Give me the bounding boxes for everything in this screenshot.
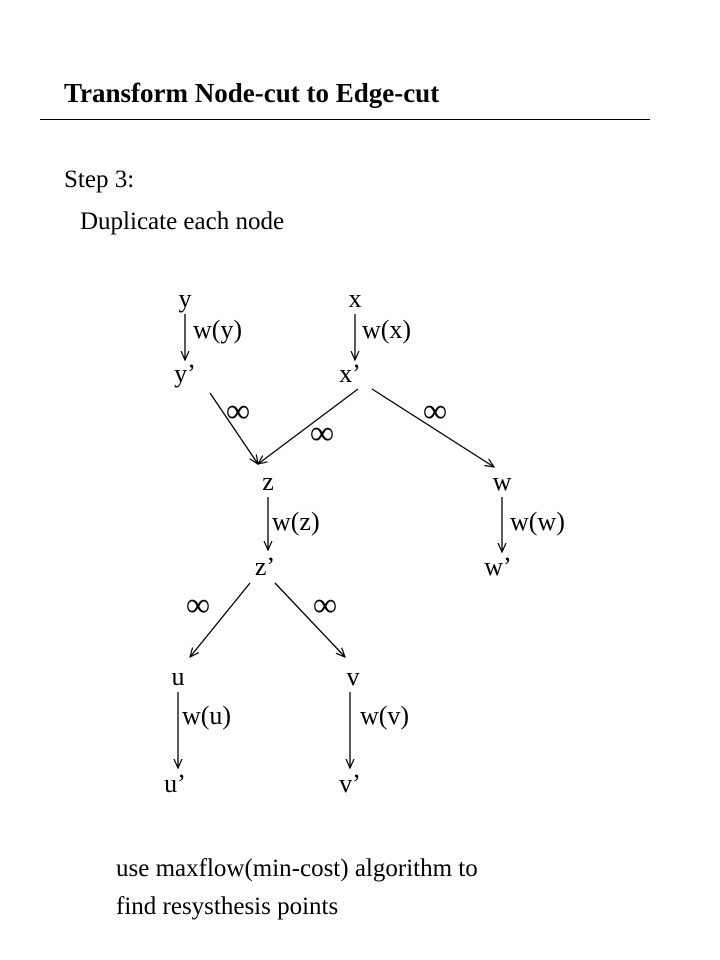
- edge-label-u-up: w(u): [182, 701, 231, 730]
- edge-label-xp-z: ∞: [310, 415, 334, 452]
- node-w: w: [493, 467, 512, 496]
- node-v: v: [347, 662, 360, 691]
- step-label: Step 3:: [64, 166, 135, 193]
- edge-label-x-xp: w(x): [362, 315, 411, 344]
- node-wp: w’: [484, 552, 511, 581]
- edge-xp-w: [371, 388, 494, 467]
- edge-layer: w(y) w(x) ∞ ∞ ∞ w(z) w(w) ∞ ∞ w(u) w(v): [178, 314, 565, 768]
- node-yp: y’: [174, 359, 196, 388]
- edge-label-zp-v: ∞: [313, 587, 337, 624]
- footer-line-1: use maxflow(min-cost) algorithm to: [116, 855, 478, 882]
- edge-zp-v: [274, 582, 345, 657]
- edge-label-w-wp: w(w): [510, 507, 565, 536]
- edge-label-zp-u: ∞: [186, 587, 210, 624]
- node-z: z: [262, 467, 274, 496]
- node-zp: z’: [255, 552, 275, 581]
- edge-label-v-vp: w(v): [360, 701, 409, 730]
- page-title: Transform Node-cut to Edge-cut: [64, 78, 440, 108]
- footer-note: use maxflow(min-cost) algorithm to find …: [116, 850, 478, 926]
- node-vp: v’: [339, 769, 361, 798]
- footer-line-2: find resysthesis points: [116, 893, 339, 920]
- edge-label-xp-w: ∞: [423, 393, 447, 430]
- node-u: u: [172, 662, 185, 691]
- node-x: x: [349, 284, 362, 313]
- step-description: Duplicate each node: [80, 208, 285, 235]
- edge-label-y-yp: w(y): [193, 315, 242, 344]
- edge-xp-z: [258, 388, 359, 464]
- edge-label-yp-z: ∞: [226, 393, 250, 430]
- edge-yp-z: [209, 392, 258, 464]
- node-up: u’: [164, 769, 186, 798]
- title-divider: [40, 119, 650, 120]
- node-xp: x’: [339, 359, 361, 388]
- edge-zp-u: [190, 582, 251, 657]
- node-layer: y x y’ x’ z w z’ w’ u v u’ v’: [164, 284, 512, 798]
- edge-label-z-zp: w(z): [272, 507, 320, 536]
- node-y: y: [179, 284, 192, 313]
